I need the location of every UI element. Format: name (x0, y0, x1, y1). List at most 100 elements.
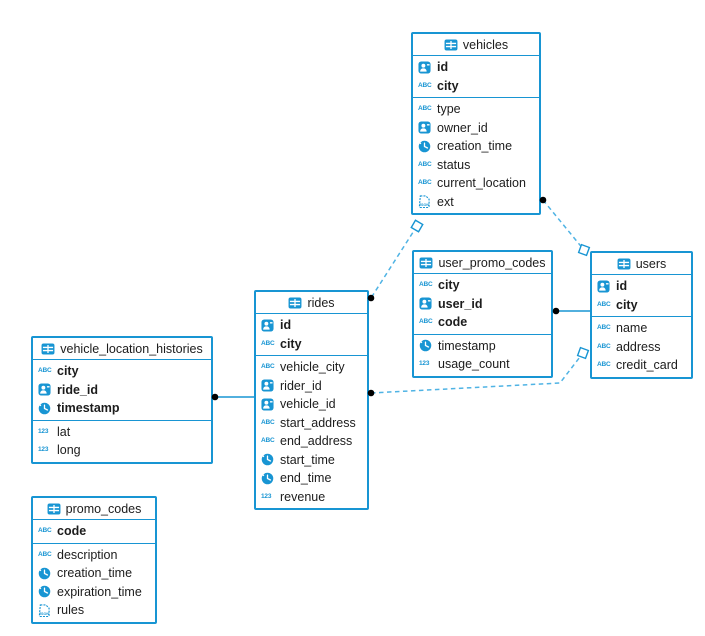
table-title: rides (307, 295, 335, 310)
person-icon (261, 398, 276, 411)
table-header[interactable]: users (592, 253, 691, 275)
text-type-icon: ABC (261, 437, 275, 445)
field-rides-vehicle_id[interactable]: vehicle_id (256, 395, 367, 414)
person-icon (597, 280, 612, 293)
field-user_promo_codes-user_id[interactable]: user_id (414, 295, 551, 314)
field-name: address (616, 339, 661, 354)
json-icon: JSON (418, 195, 433, 209)
text-type-icon: ABC (419, 318, 433, 326)
text-type-icon: ABC (418, 179, 432, 187)
table-header[interactable]: vehicles (413, 34, 539, 56)
person-icon (38, 383, 53, 396)
relationship-vehicles-to-users (539, 196, 591, 257)
table-icon (41, 342, 55, 355)
table-title: promo_codes (65, 501, 142, 516)
table-title: vehicle_location_histories (60, 341, 203, 356)
clock-icon (419, 339, 434, 352)
field-name: start_time (280, 452, 335, 467)
field-promo_codes-creation_time[interactable]: creation_time (33, 564, 155, 583)
field-vehicle_location_histories-timestamp[interactable]: timestamp (33, 399, 211, 418)
table-header[interactable]: rides (256, 292, 367, 314)
field-name: vehicle_id (280, 397, 336, 412)
table-title: vehicles (462, 37, 509, 52)
field-name: timestamp (57, 401, 120, 416)
text-type-icon: ABC (38, 367, 52, 375)
field-vehicles-type[interactable]: ABC type (413, 100, 539, 119)
field-vehicles-creation_time[interactable]: creation_time (413, 137, 539, 156)
field-users-credit_card[interactable]: ABC credit_card (592, 356, 691, 375)
text-type-icon: ABC (418, 105, 432, 113)
field-rides-id[interactable]: id (256, 316, 367, 335)
table-header[interactable]: user_promo_codes (414, 252, 551, 274)
field-rides-start_time[interactable]: start_time (256, 451, 367, 470)
field-promo_codes-expiration_time[interactable]: expiration_time (33, 583, 155, 602)
field-name: rules (57, 603, 85, 618)
field-user_promo_codes-timestamp[interactable]: timestamp (414, 337, 551, 356)
table-header[interactable]: vehicle_location_histories (33, 338, 211, 360)
text-type-icon: ABC (597, 361, 611, 369)
field-rides-rider_id[interactable]: rider_id (256, 377, 367, 396)
field-promo_codes-rules[interactable]: JSON rules (33, 601, 155, 620)
field-name: credit_card (616, 358, 678, 373)
field-rides-end_time[interactable]: end_time (256, 469, 367, 488)
field-name: start_address (280, 415, 356, 430)
person-icon (261, 379, 276, 392)
field-name: city (438, 278, 460, 293)
field-name: creation_time (437, 139, 513, 154)
number-type-icon: 123 (261, 492, 272, 500)
field-name: rider_id (280, 378, 322, 393)
clock-icon (38, 567, 53, 580)
json-icon: JSON (38, 604, 53, 617)
field-name: id (280, 318, 292, 333)
table-icon (617, 257, 631, 270)
field-vehicles-id[interactable]: id (413, 58, 539, 77)
field-name: description (57, 547, 118, 562)
field-users-id[interactable]: id (592, 277, 691, 296)
table-header[interactable]: promo_codes (33, 498, 155, 520)
text-type-icon: ABC (38, 550, 52, 558)
field-vehicles-owner_id[interactable]: owner_id (413, 119, 539, 138)
field-name: ride_id (57, 382, 98, 397)
table-icon (444, 38, 458, 51)
field-name: timestamp (438, 338, 496, 353)
field-vehicle_location_histories-ride_id[interactable]: ride_id (33, 381, 211, 400)
text-type-icon: ABC (261, 363, 275, 371)
field-name: ext (437, 194, 454, 209)
field-promo_codes-description[interactable]: ABC description (33, 546, 155, 565)
field-vehicles-ext[interactable]: JSON ext (413, 193, 539, 212)
field-name: creation_time (57, 566, 133, 581)
field-name: type (437, 102, 461, 117)
relationship-square-marker (576, 346, 590, 360)
